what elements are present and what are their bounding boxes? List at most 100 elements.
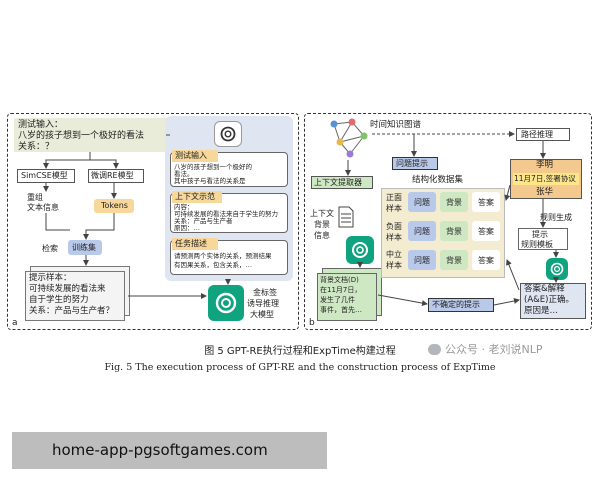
simcse-label: SimCSE模型	[21, 171, 68, 180]
card-ctx-title: 上下文示范	[175, 192, 215, 201]
card-test-title: 测试输入	[175, 151, 207, 160]
doc-line-2: 在11月7日，	[320, 286, 362, 294]
openai-logo-icon	[208, 285, 244, 321]
background-cell: 背景	[440, 192, 468, 212]
row-label-2: 样本	[386, 233, 402, 242]
row-label-1: 正面	[386, 193, 402, 202]
card-task-line-1: 请预测两个实体的关系，预测结果	[174, 252, 272, 260]
card-ctx-line-3: 关系：产品与生产者	[174, 217, 233, 225]
structured-dataset-label: 结构化数据集	[412, 175, 464, 185]
caption-en: Fig. 5 The execution process of GPT-RE a…	[104, 362, 496, 373]
card-task-title: 任务描述	[175, 239, 207, 248]
watermark-text: 公众号 · 老刘说NLP	[445, 343, 543, 356]
openai-logo-icon	[546, 258, 568, 280]
doc-line-4: 事件，首先…	[320, 306, 362, 314]
event-highlight	[513, 173, 579, 185]
url-banner-text: home-app-pgsoftgames.com	[52, 441, 268, 459]
prompt-text-2: 自于学生的努力	[29, 295, 89, 305]
doc-stack-front	[317, 273, 377, 321]
train-set-label: 训练集	[72, 243, 96, 252]
rule-prompt-1: 提示	[532, 230, 548, 239]
background-cell: 背景	[440, 250, 468, 270]
path-reasoning-box	[516, 128, 570, 141]
question-cell: 问题	[408, 221, 436, 241]
finetune-re-label: 微调RE模型	[91, 171, 134, 180]
uncertain-prompt-label: 不确定的提示	[432, 300, 480, 309]
path-reasoning-label: 路径推理	[521, 130, 553, 139]
context-extractor-label: 上下文提取器	[314, 178, 362, 187]
row-label-1: 负面	[386, 222, 402, 231]
openai-logo-icon	[214, 121, 242, 147]
task-card-header	[172, 238, 218, 250]
answer-cell: 答案	[472, 221, 500, 241]
event-text: 11月7日,签署协议	[514, 174, 576, 183]
panel-a-label: a	[12, 318, 18, 328]
card-test-line-2: 看法。	[174, 170, 194, 178]
answer-cell: 答案	[472, 192, 500, 212]
test-input-card-header	[172, 150, 218, 162]
answer-line-1: 答案&解释	[524, 284, 565, 294]
context-extractor-box	[311, 176, 373, 189]
openai-logo-icon	[346, 236, 374, 264]
simcse-box	[17, 169, 75, 183]
temporal-graph-label: 时间知识图谱	[370, 120, 422, 130]
question-cell: 问题	[408, 250, 436, 270]
row-label-1: 中立	[386, 250, 402, 259]
panel-b	[304, 113, 592, 330]
card-task-line-2: 有因果关系，包含关系，…	[174, 261, 252, 269]
test-input-text-1: 八岁的孩子想到一个极好的看法	[18, 131, 145, 141]
tokens-box	[94, 199, 134, 213]
gold-label-2: 诱导推理	[247, 299, 279, 308]
panel-a-arrows	[43, 134, 231, 299]
panel-b-arrows	[345, 131, 559, 307]
context-info-3: 信息	[314, 231, 330, 240]
wechat-icon	[428, 343, 441, 355]
rule-gen-label: 规则生成	[540, 213, 572, 222]
answer-cell: 答案	[472, 250, 500, 270]
caption-zh: 图 5 GPT-RE执行过程和ExpTime构建过程	[204, 346, 396, 357]
finetune-re-box	[88, 169, 144, 183]
test-input-card	[170, 152, 288, 187]
watermark: 公众号 · 老刘说NLP	[428, 341, 542, 357]
context-info-1: 上下文	[310, 209, 334, 218]
answer-line-3: 原因是…	[524, 306, 559, 316]
context-info-2: 背景	[314, 220, 330, 229]
question-cell: 问题	[408, 192, 436, 212]
card-ctx-line-2: 可持续发展的看法来自于学生的努力	[174, 210, 278, 218]
doc-line-1: 背景文档(D)	[320, 276, 359, 284]
question-prompt-box	[392, 157, 438, 170]
context-card-header	[172, 191, 222, 203]
card-ctx-line-4: 原因：…	[174, 224, 200, 232]
doc-line-3: 发生了几件	[320, 296, 355, 304]
test-input-box	[14, 118, 166, 152]
card-test-line-3: 其中孩子与看法的关系是	[174, 177, 246, 185]
rule-prompt-box	[518, 228, 568, 250]
temporal-graph-icon	[330, 118, 368, 158]
test-input-text-2: 关系：？	[18, 142, 55, 152]
question-prompt-label: 问题提示	[396, 159, 428, 168]
panel-b-label: b	[309, 318, 315, 328]
row-label-2: 样本	[386, 261, 402, 270]
answer-line-2: (A&E)正确。	[524, 295, 574, 305]
tokens-label: Tokens	[101, 201, 128, 210]
answer-box	[520, 283, 586, 319]
prompt-text-1: 可持续发展的看法来	[29, 284, 106, 294]
recombine-label-2: 文本信息	[27, 203, 59, 212]
uncertain-prompt-box	[428, 298, 494, 312]
rule-prompt-2: 规则模板	[521, 240, 553, 249]
panel-a	[7, 113, 299, 330]
retrieve-label: 检索	[42, 244, 58, 253]
prompt-text-3: 关系：产品与生产者？	[29, 306, 115, 316]
background-cell: 背景	[440, 221, 468, 241]
person-1: 李明	[536, 160, 554, 170]
url-banner	[12, 432, 327, 469]
test-input-label: 测试输入：	[18, 120, 64, 130]
gold-label-3: 大模型	[250, 310, 274, 319]
row-label-2: 样本	[386, 204, 402, 213]
person-2: 张华	[536, 187, 554, 197]
card-test-line-1: 八岁的孩子想到一个极好的	[174, 163, 252, 171]
document-icon	[338, 206, 354, 228]
gold-label-1: 金标签	[253, 288, 277, 297]
prompt-stack-front	[25, 271, 125, 321]
card-ctx-line-1: 内容：	[174, 203, 194, 211]
